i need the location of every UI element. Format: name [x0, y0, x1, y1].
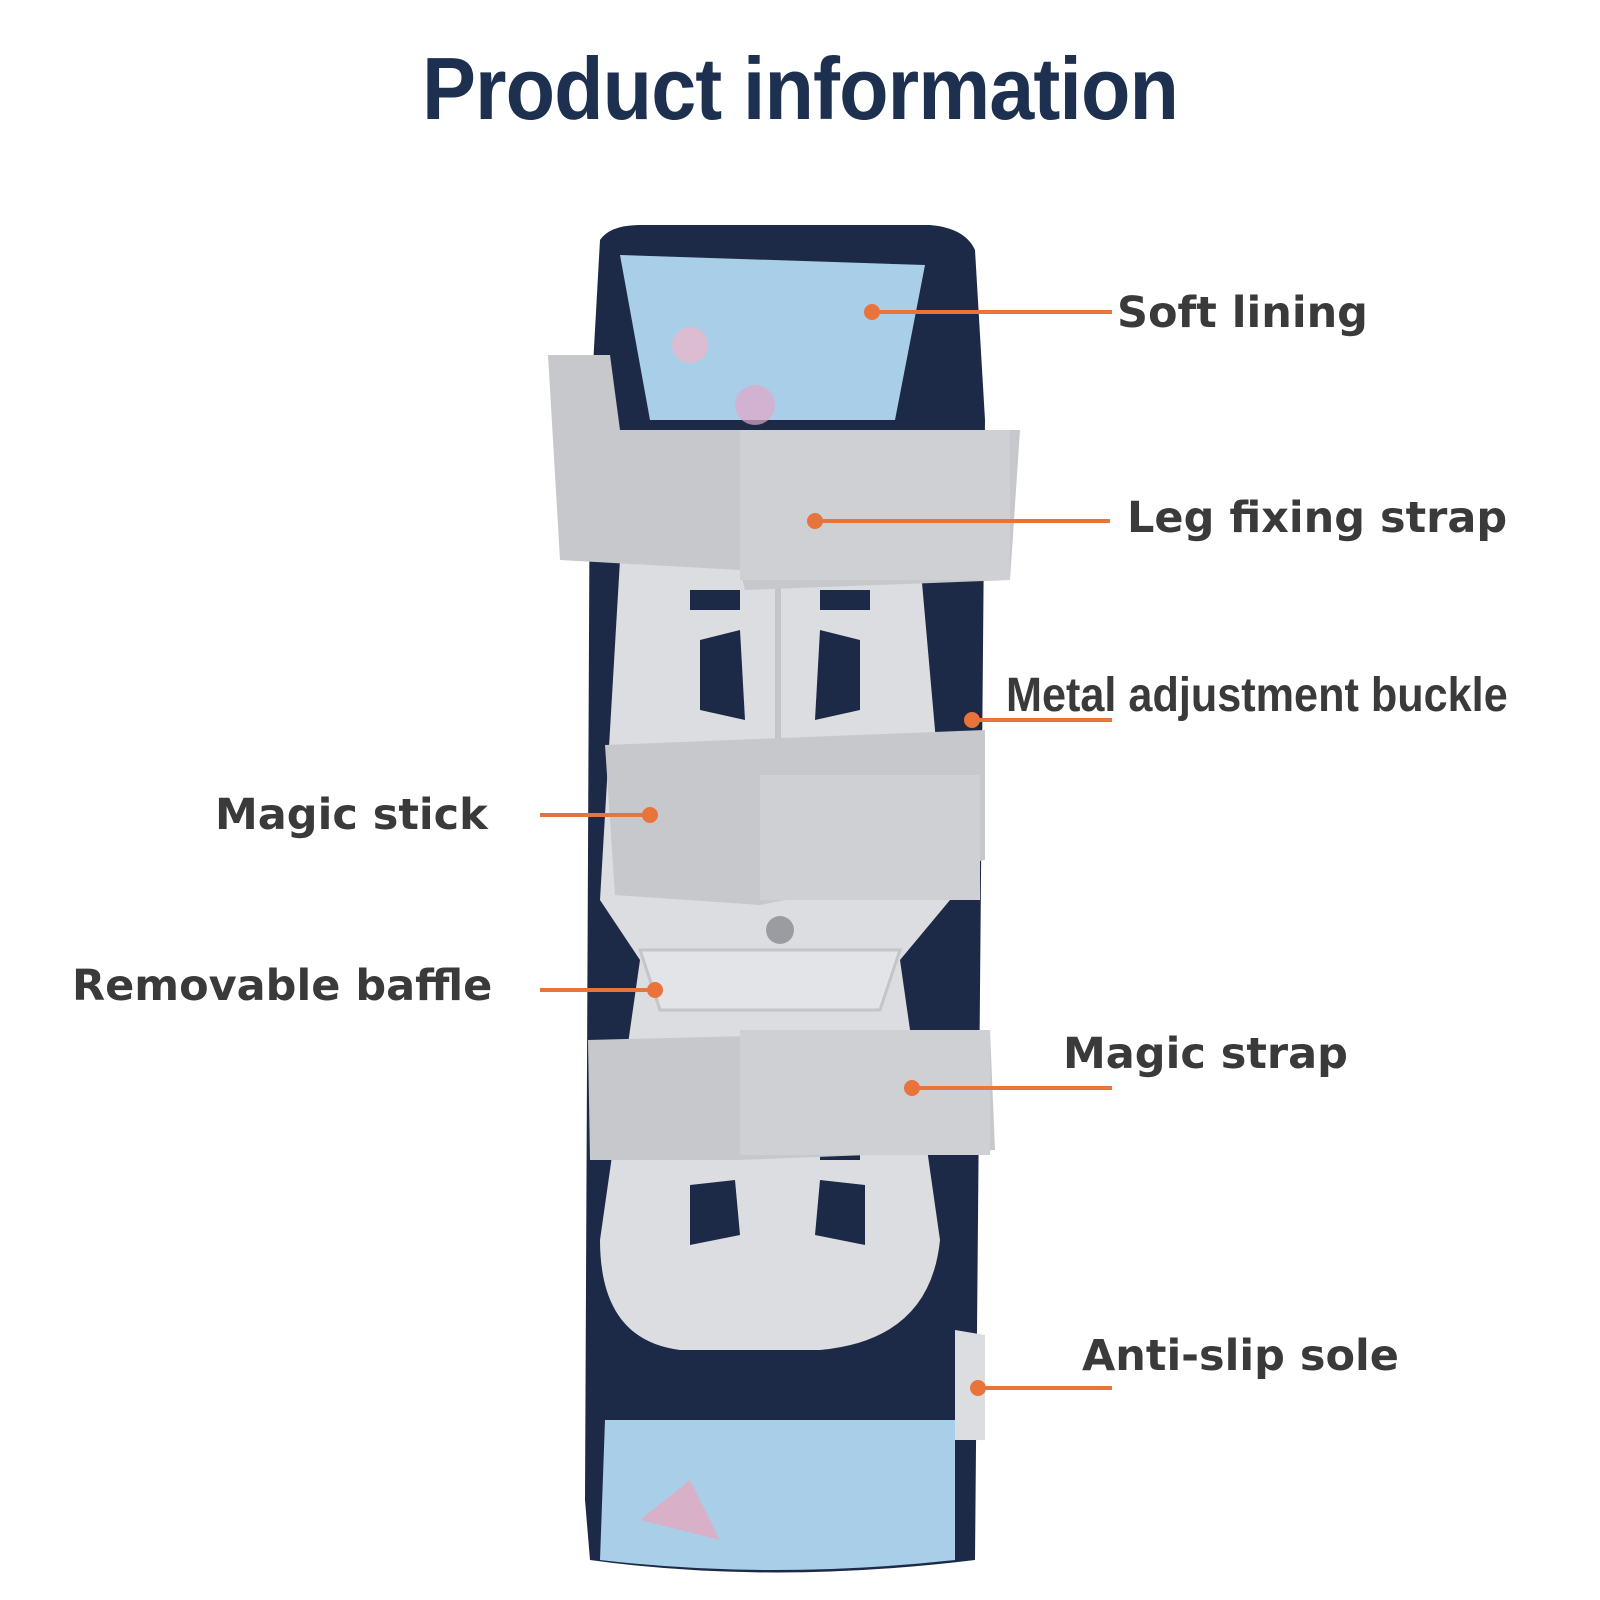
leader-dot-removable-baffle	[647, 982, 663, 998]
label-soft-lining: Soft lining	[1117, 288, 1368, 338]
shell-vent	[690, 1180, 740, 1245]
shell-vent	[820, 590, 870, 610]
lining-pattern-dot	[672, 327, 708, 363]
page-title: Product information	[421, 39, 1179, 138]
label-magic-stick: Magic stick	[215, 790, 488, 840]
label-removable-baffle: Removable baffle	[72, 961, 493, 1011]
leader-dot-soft-lining	[864, 304, 880, 320]
removable-baffle-plate	[637, 948, 903, 1012]
leader-dot-anti-slip-sole	[970, 1380, 986, 1396]
leader-dot-magic-stick	[642, 807, 658, 823]
label-anti-slip-sole: Anti-slip sole	[1082, 1331, 1399, 1381]
lining-pattern-dot	[735, 385, 775, 425]
label-leg-fixing-strap: Leg fixing strap	[1127, 493, 1508, 543]
strap-hook-tab	[760, 775, 980, 900]
anti-slip-sole-edge	[955, 1330, 985, 1440]
shell-vent	[815, 630, 860, 720]
strap-hook-tab	[740, 430, 1010, 580]
sole-pattern	[640, 1480, 720, 1540]
leader-dot-magic-strap	[904, 1080, 920, 1096]
shell-vent	[700, 630, 745, 720]
baffle-screw	[766, 916, 794, 944]
leader-dot-metal-adjustment-buckle	[964, 712, 980, 728]
leader-dot-leg-fixing-strap	[807, 513, 823, 529]
label-metal-adjustment-buckle: Metal adjustment buckle	[1006, 669, 1508, 722]
shell-vent	[690, 590, 740, 610]
sole-foot-bed	[600, 1420, 955, 1570]
soft-lining-panel	[620, 255, 925, 420]
shell-vent	[815, 1180, 865, 1245]
label-magic-strap: Magic strap	[1063, 1029, 1348, 1079]
strap-hook-tab	[740, 1030, 990, 1155]
